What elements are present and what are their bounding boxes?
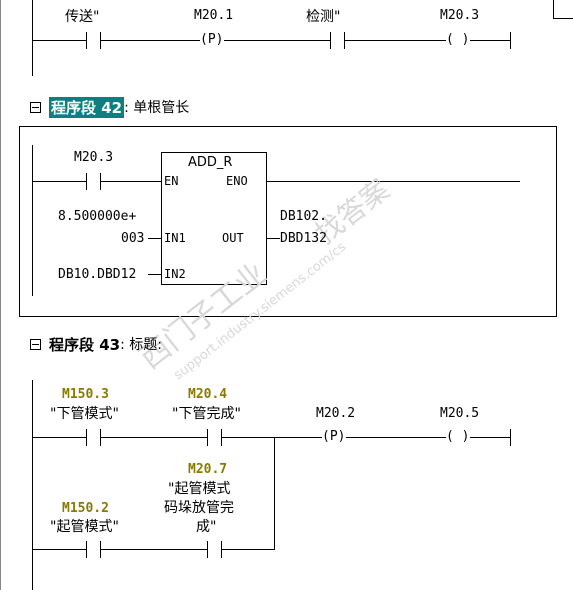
add-r-box[interactable] bbox=[161, 152, 267, 285]
seg43-c3-symbol: "起管模式" bbox=[50, 519, 119, 535]
seg43-title[interactable]: 程序段 43 bbox=[49, 335, 121, 354]
seg41-contact2-label: 检测" bbox=[306, 9, 341, 25]
seg43-c1-address: M150.3 bbox=[62, 387, 109, 402]
add-r-en-pin: EN bbox=[164, 174, 179, 188]
seg43-contact-m20-4[interactable] bbox=[205, 428, 225, 448]
seg43-c2-symbol: "下管完成" bbox=[172, 406, 241, 422]
seg42-description[interactable]: : 单根管长 bbox=[124, 100, 190, 116]
add-r-out-pin: OUT bbox=[222, 231, 244, 245]
seg43-c3-address: M150.2 bbox=[62, 501, 109, 516]
in2-value[interactable]: DB10.DBD12 bbox=[58, 267, 137, 282]
seg43-c4-symbol-line1: "起管模式 bbox=[168, 481, 231, 497]
add-r-in2-pin: IN2 bbox=[164, 267, 186, 281]
seg41-coil-p-address: M20.1 bbox=[194, 8, 234, 23]
seg43-contact-m20-7[interactable] bbox=[205, 540, 225, 560]
seg43-c2-address: M20.4 bbox=[188, 387, 228, 402]
in1-value-line2[interactable]: 003 bbox=[121, 231, 145, 246]
seg43-collapse-icon[interactable] bbox=[30, 338, 41, 350]
seg42-header: 程序段 42 : 单根管长 bbox=[30, 96, 190, 118]
seg43-header: 程序段 43 : 标题: bbox=[30, 334, 162, 354]
seg43-contact-m150-2[interactable] bbox=[84, 540, 104, 560]
add-r-eno-pin: ENO bbox=[226, 174, 248, 188]
seg41-contact1-label: 传送" bbox=[65, 9, 100, 25]
seg42-contact-address: M20.3 bbox=[74, 150, 114, 165]
seg43-contact-m150-3[interactable] bbox=[84, 428, 104, 448]
seg41-coil-address: M20.3 bbox=[440, 8, 480, 23]
seg43-c4-symbol-line3: 成" bbox=[196, 519, 217, 535]
seg43-c4-address: M20.7 bbox=[188, 462, 228, 477]
in1-value-line1[interactable]: 8.500000e+ bbox=[58, 209, 137, 224]
seg41-p-coil[interactable]: (P) bbox=[200, 32, 224, 47]
seg43-c4-symbol-line2: 码垛放管完 bbox=[164, 500, 234, 516]
seg43-description[interactable]: : 标题: bbox=[120, 337, 162, 353]
seg43-p-coil[interactable]: (P) bbox=[322, 429, 346, 444]
seg43-c1-symbol: "下管模式" bbox=[50, 406, 119, 422]
out-value-line2[interactable]: DBD132 bbox=[280, 231, 327, 246]
seg41-coil[interactable]: ( ) bbox=[446, 32, 470, 47]
add-r-box-title: ADD_R bbox=[188, 155, 233, 170]
seg43-coil-p-address: M20.2 bbox=[316, 406, 356, 421]
seg42-title[interactable]: 程序段 42 bbox=[49, 96, 125, 118]
seg42-contact[interactable] bbox=[84, 172, 104, 192]
seg42-collapse-icon[interactable] bbox=[30, 101, 41, 113]
seg43-coil[interactable]: ( ) bbox=[446, 429, 470, 444]
out-value-line1[interactable]: DB102. bbox=[280, 209, 327, 224]
add-r-in1-pin: IN1 bbox=[164, 231, 186, 245]
seg43-coil-address: M20.5 bbox=[440, 406, 480, 421]
